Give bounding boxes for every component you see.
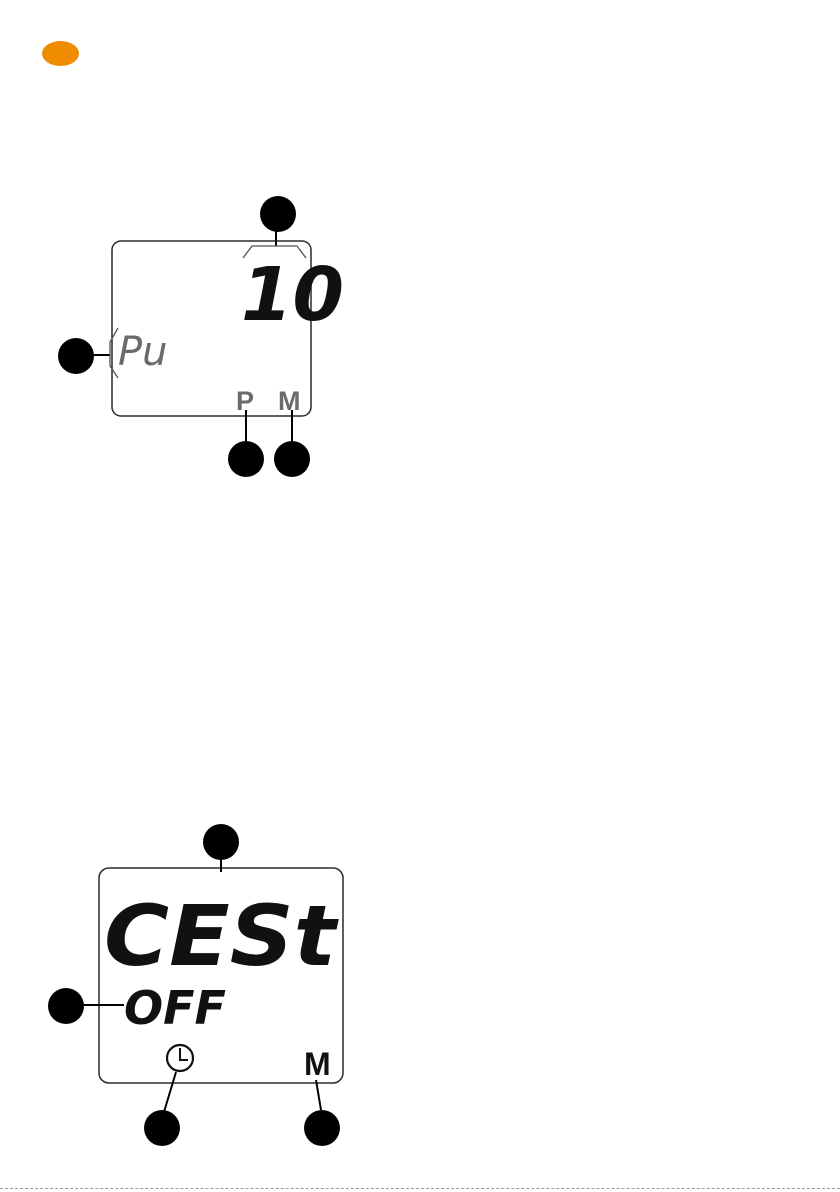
display-sub-text: OFF xyxy=(124,981,226,1035)
callout-m xyxy=(274,441,310,477)
callout-1-left xyxy=(58,338,94,374)
callout-p xyxy=(228,441,264,477)
callout-m2-line xyxy=(316,1080,321,1110)
callout-clock xyxy=(144,1110,180,1146)
callout-clock-line xyxy=(164,1072,176,1112)
callout-2-left xyxy=(48,988,84,1024)
display-value: 10 xyxy=(241,252,344,338)
indicator-m-2: M xyxy=(304,1046,331,1082)
mode-bracket xyxy=(110,328,118,378)
clock-icon xyxy=(167,1045,193,1071)
page-bottom-rule xyxy=(0,1188,840,1189)
callout-m2 xyxy=(304,1110,340,1146)
indicator-m: M xyxy=(278,386,301,416)
lcd-display-1: 10 Pu P M xyxy=(58,196,344,477)
display-mode-text: Pu xyxy=(118,329,167,375)
lcd-display-2: CESt OFF M xyxy=(48,824,343,1146)
display-main-text: CESt xyxy=(104,887,339,985)
callout-1-top xyxy=(260,196,296,232)
callout-2-top xyxy=(203,824,239,860)
